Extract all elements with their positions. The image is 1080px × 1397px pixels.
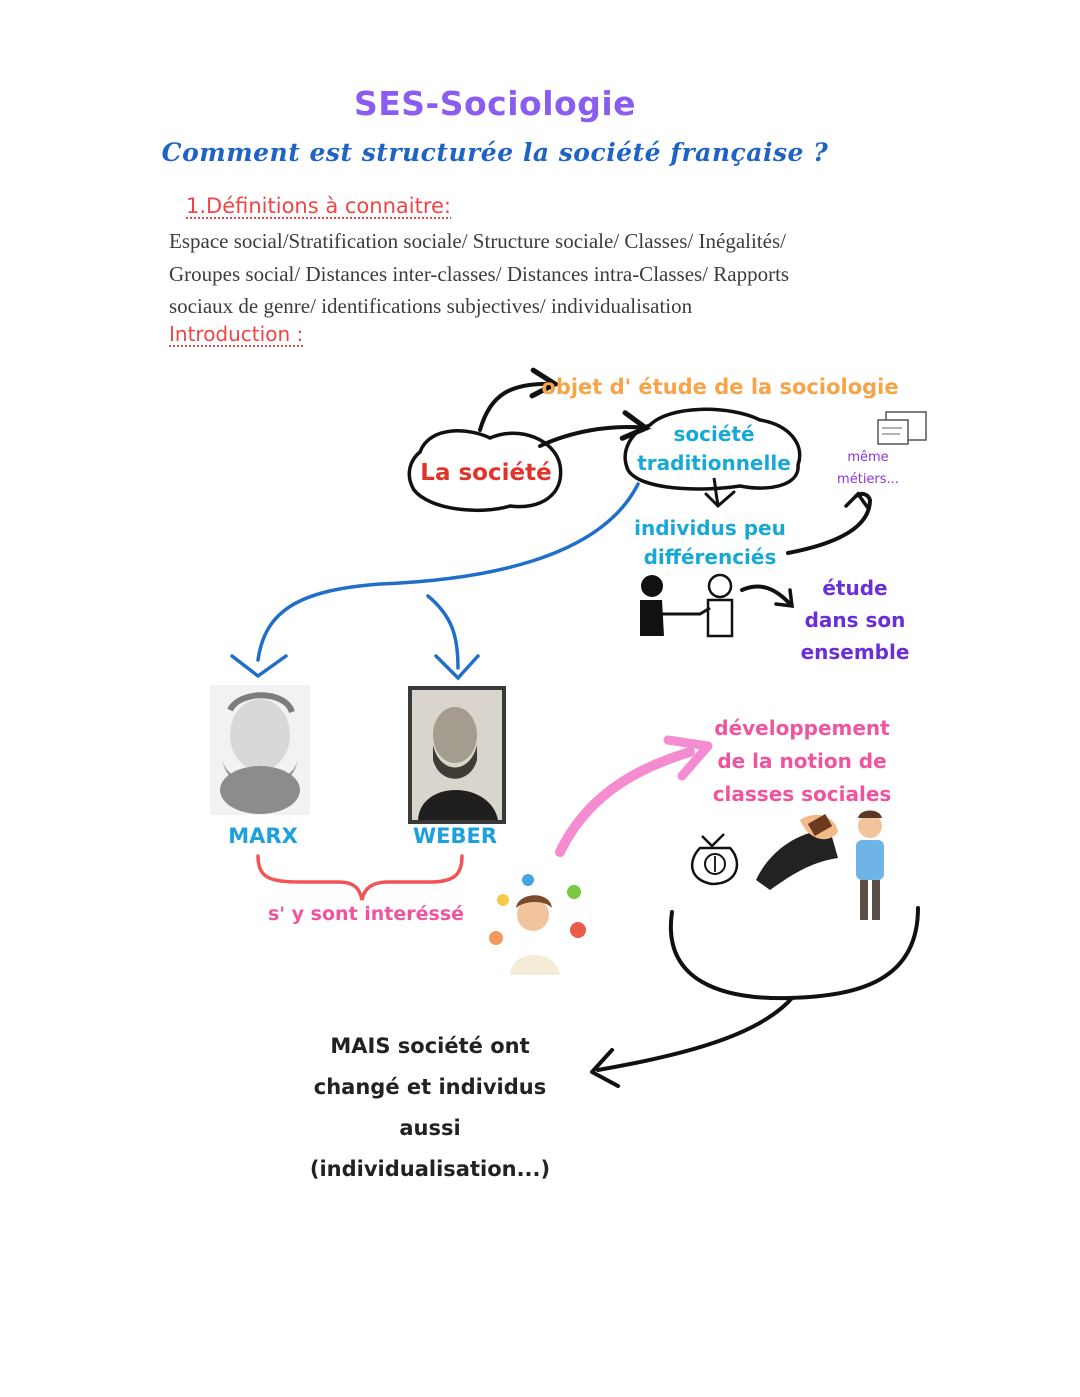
arrow-to-etude bbox=[740, 584, 792, 606]
portrait-weber bbox=[408, 686, 506, 824]
label-societe-traditionnelle: société traditionnelle bbox=[637, 420, 791, 478]
arrow-down-individus bbox=[712, 477, 720, 505]
blue-arrow-weber bbox=[426, 594, 460, 670]
label-line: (individualisation...) bbox=[309, 1157, 551, 1181]
label-line: même bbox=[847, 450, 889, 465]
pink-arrow-head bbox=[663, 735, 713, 781]
label-line: société bbox=[673, 422, 755, 446]
people-handshake-icon bbox=[640, 573, 734, 638]
page-subtitle: Comment est structurée la société frança… bbox=[161, 138, 829, 167]
label-line: individus peu bbox=[634, 516, 786, 540]
arrow-to-mais bbox=[596, 996, 794, 1072]
label-line: traditionnelle bbox=[637, 451, 791, 475]
thinking-person-icon bbox=[489, 874, 586, 975]
red-brace bbox=[256, 854, 464, 901]
definitions-text: Espace social/Stratification sociale/ St… bbox=[169, 225, 889, 323]
section-heading-definitions: 1.Définitions à connaitre: bbox=[186, 194, 452, 218]
label-line: métiers... bbox=[837, 472, 899, 487]
definitions-line: sociaux de genre/ identifications subjec… bbox=[169, 294, 693, 318]
pink-arrow bbox=[555, 747, 695, 857]
label-line: MAIS société ont bbox=[330, 1034, 530, 1058]
arrow-to-metiers bbox=[786, 491, 873, 555]
label-line: aussi bbox=[399, 1116, 461, 1140]
blue-arrow-weber-head bbox=[434, 654, 480, 681]
label-weber: WEBER bbox=[412, 824, 498, 848]
briefcase-icon bbox=[877, 411, 927, 445]
wallet-hand-icon bbox=[756, 813, 838, 890]
label-sy-sont-interesse: s' y sont interéssé bbox=[267, 903, 465, 925]
label-line: ensemble bbox=[800, 640, 910, 664]
label-line: différenciés bbox=[643, 545, 777, 569]
arrow-to-etude-head bbox=[774, 588, 795, 609]
label-la-societe: La société bbox=[420, 460, 552, 486]
arrow-down-individus-head bbox=[704, 490, 736, 509]
definitions-line: Groupes social/ Distances inter-classes/… bbox=[169, 261, 790, 286]
cloud-societe bbox=[407, 429, 563, 512]
section-heading-introduction: Introduction : bbox=[169, 322, 304, 346]
page-title: SES-Sociologie bbox=[353, 84, 637, 123]
label-individus-peu-differencies: individus peu différenciés bbox=[634, 514, 786, 572]
label-objet-etude: objet d' étude de la sociologie bbox=[541, 375, 899, 399]
arrow-to-traditionnelle bbox=[538, 410, 652, 448]
blue-arrow-marx bbox=[256, 482, 640, 662]
arrow-to-objet bbox=[478, 367, 561, 432]
portrait-marx bbox=[210, 685, 310, 815]
money-bag-icon bbox=[690, 833, 739, 886]
standing-person-icon bbox=[856, 810, 884, 920]
label-line: de la notion de bbox=[717, 749, 887, 773]
label-line: classes sociales bbox=[712, 782, 892, 806]
arrow-to-mais-head bbox=[590, 1048, 620, 1088]
label-line: changé et individus bbox=[313, 1075, 547, 1099]
arrow-to-metiers-head bbox=[844, 491, 870, 510]
label-etude-ensemble: étude dans son ensemble bbox=[801, 572, 910, 668]
label-meme-metiers: même métiers... bbox=[837, 447, 899, 491]
definitions-line: Espace social/Stratification sociale/ St… bbox=[169, 229, 786, 253]
label-line: étude bbox=[822, 576, 888, 600]
label-line: développement bbox=[714, 716, 890, 740]
blue-arrow-marx-head bbox=[230, 654, 288, 679]
label-marx: MARX bbox=[228, 824, 298, 848]
label-developpement-classes: développement de la notion de classes so… bbox=[713, 712, 892, 811]
label-mais-societe: MAIS société ont changé et individus aus… bbox=[310, 1026, 550, 1190]
cloud-traditionnelle bbox=[623, 407, 802, 491]
label-line: dans son bbox=[804, 608, 906, 632]
black-bracket bbox=[668, 906, 920, 1001]
